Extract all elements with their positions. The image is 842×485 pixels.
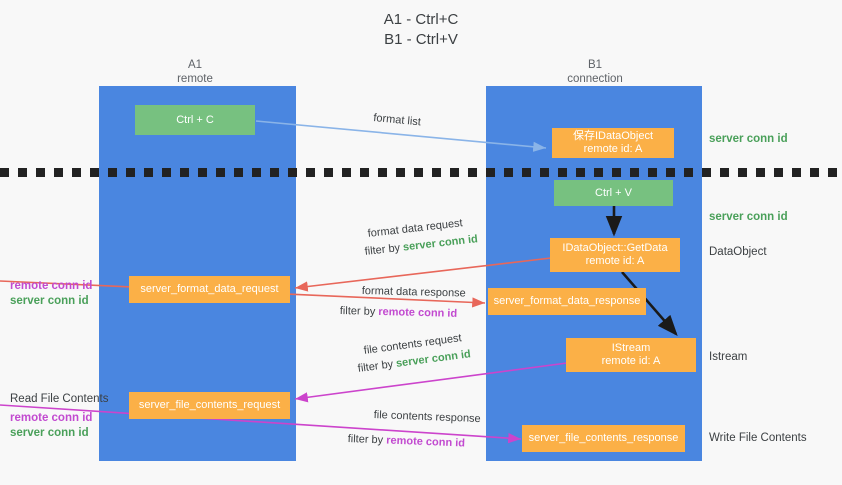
label-format-server-conn-id: server conn id	[10, 295, 89, 307]
box-server-format-data-request[interactable]: server_format_data_request	[129, 276, 290, 303]
column-a1-name: A1	[187, 59, 203, 71]
label-file-remote-conn-id: remote conn id	[10, 412, 93, 424]
caption-format-data-response-filter: filter by remote conn id	[340, 304, 458, 321]
box-server-format-data-response[interactable]: server_format_data_response	[488, 288, 646, 315]
caption-format-data-response-filter-pre: filter by	[339, 304, 379, 318]
label-dataobject: DataObject	[709, 246, 767, 258]
caption-file-contents-response-filter-pre: filter by	[347, 432, 387, 447]
column-a1-sub: remote	[177, 73, 213, 85]
label-format-conn-ids: remote conn id server conn id	[10, 279, 92, 309]
caption-format-data-response-filter-hl: remote conn id	[378, 305, 458, 320]
box-server-file-contents-response[interactable]: server_file_contents_response	[522, 425, 685, 452]
label-server-conn-id-2: server conn id	[709, 211, 788, 223]
caption-format-data-request-filter-pre: filter by	[364, 241, 404, 258]
box-server-file-contents-request[interactable]: server_file_contents_request	[129, 392, 290, 419]
box-ctrl-v[interactable]: Ctrl + V	[554, 180, 673, 206]
title-line-2: B1 - Ctrl+V	[384, 31, 458, 48]
label-format-remote-conn-id: remote conn id	[10, 280, 93, 292]
caption-file-contents-response-filter-hl: remote conn id	[385, 434, 466, 450]
caption-format-list: format list	[372, 111, 422, 129]
page-title: A1 - Ctrl+C B1 - Ctrl+V	[0, 10, 842, 50]
caption-format-data-request-filter-hl: server conn id	[402, 233, 479, 254]
box-ctrl-c[interactable]: Ctrl + C	[135, 105, 255, 135]
label-istream: Istream	[709, 351, 748, 363]
label-write-file-contents: Write File Contents	[709, 432, 807, 444]
caption-file-contents-response-filter: filter by remote conn id	[347, 432, 466, 450]
box-save-idataobject[interactable]: 保存IDataObject remote id: A	[552, 128, 674, 158]
title-line-1: A1 - Ctrl+C	[383, 11, 459, 28]
column-header-b1: B1 connection	[495, 58, 695, 86]
label-read-file-contents: Read File Contents	[10, 393, 109, 405]
label-file-server-conn-id: server conn id	[10, 427, 89, 439]
box-idataobject-getdata[interactable]: IDataObject::GetData remote id: A	[550, 238, 680, 272]
phase-divider	[0, 168, 842, 177]
caption-file-contents-response: file contents response	[373, 408, 481, 426]
box-istream[interactable]: IStream remote id: A	[566, 338, 696, 372]
caption-file-contents-request-filter-pre: filter by	[357, 357, 397, 375]
caption-format-data-response: format data response	[361, 284, 466, 300]
label-server-conn-id-1: server conn id	[709, 133, 788, 145]
column-b1-name: B1	[587, 59, 603, 71]
column-b1-sub: connection	[567, 73, 623, 85]
label-file-conn-ids: remote conn id server conn id	[10, 411, 92, 441]
column-header-a1: A1 remote	[95, 58, 295, 86]
